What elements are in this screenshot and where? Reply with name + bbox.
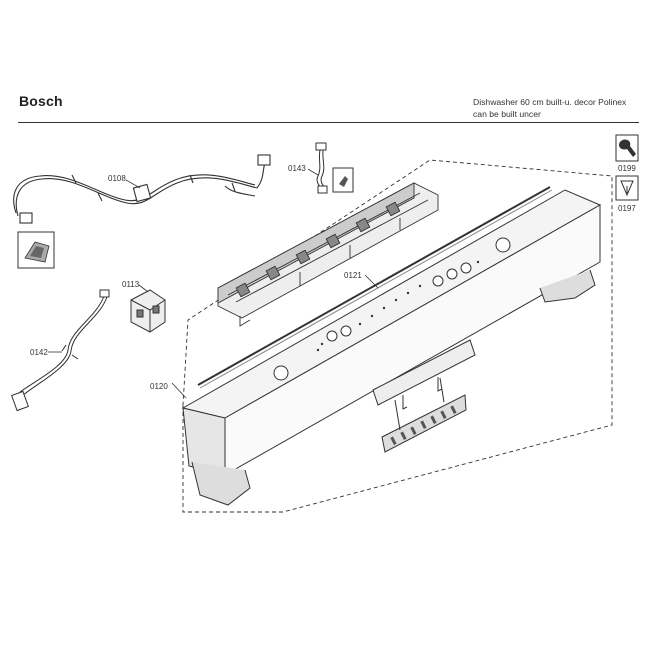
leader-lines: [48, 168, 379, 399]
clip-detail-icon: [332, 167, 354, 193]
brand-name: Bosch: [19, 93, 63, 109]
connector-detail-icon: [17, 231, 55, 269]
trim-strip: [197, 186, 553, 389]
part-label-0120: 0120: [150, 382, 168, 391]
part-label-0142: 0142: [30, 348, 48, 357]
part-label-0121: 0121: [344, 271, 362, 280]
screwdriver-icon: [615, 175, 639, 201]
switch-wire: [315, 142, 328, 194]
header-rule: [18, 122, 639, 123]
document-title: Dishwasher 60 cm built-u. decor Polinex …: [473, 96, 626, 120]
part-label-0143: 0143: [288, 164, 306, 173]
door-handle: [372, 339, 476, 453]
cable-0142: [10, 289, 110, 412]
part-label-0108: 0108: [108, 174, 126, 183]
title-line-1: Dishwasher 60 cm built-u. decor Polinex: [473, 97, 627, 107]
title-line-2: can be built uncer: [473, 109, 541, 119]
wrench-icon: [615, 134, 639, 162]
wiring-harness: [13, 154, 271, 224]
control-panel-fascia: [181, 189, 602, 506]
tool-label-0197: 0197: [618, 204, 636, 213]
electronics-holder: [217, 182, 439, 327]
tool-label-0199: 0199: [618, 164, 636, 173]
part-label-0113: 0113: [122, 280, 140, 289]
connector-block: [130, 289, 166, 333]
